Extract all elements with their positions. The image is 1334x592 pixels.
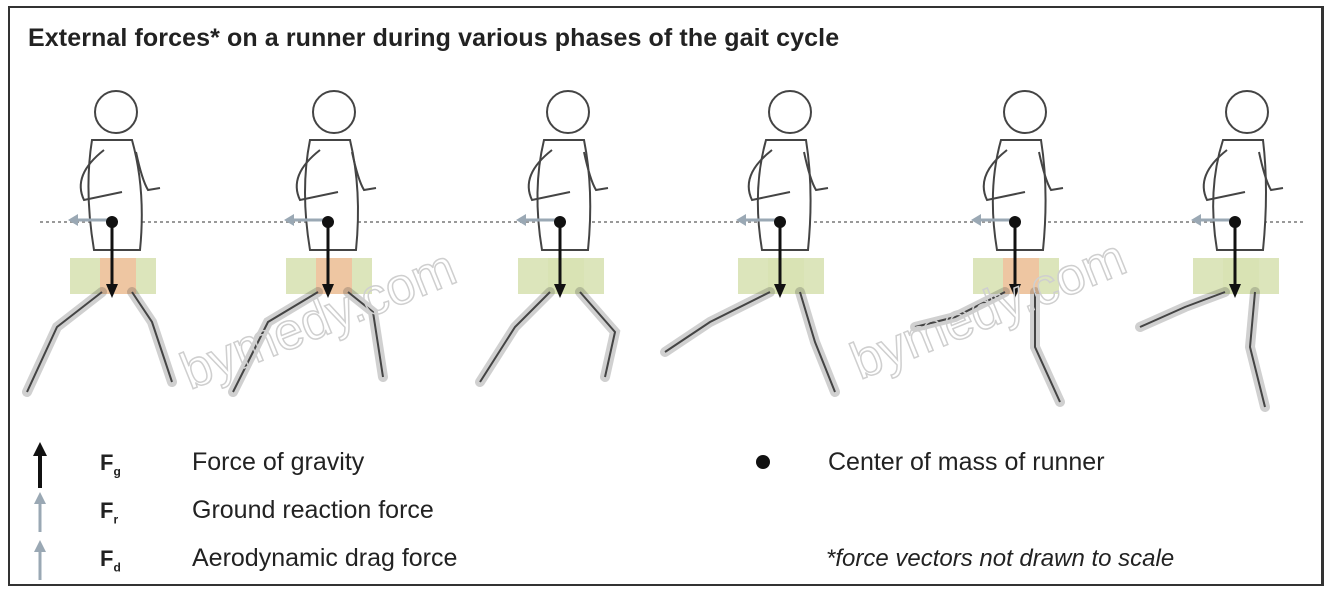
runner-figure (1140, 91, 1283, 407)
center-of-mass-dot (1229, 216, 1241, 228)
back-leg-shadow (580, 292, 615, 377)
front-leg-shadow (27, 292, 102, 392)
head (95, 91, 137, 133)
runner-figure (665, 91, 835, 392)
center-of-mass-dot (322, 216, 334, 228)
center-of-mass-dot (106, 216, 118, 228)
watermark-right: bymedy.com (843, 228, 1134, 391)
center-of-mass-dot (774, 216, 786, 228)
center-of-mass-dot (1009, 216, 1021, 228)
drag-arrow-icon (34, 540, 46, 580)
legend-label-drag: Aerodynamic drag force (192, 544, 457, 573)
center-of-mass-label: Center of mass of runner (828, 448, 1105, 477)
center-of-mass-dot (554, 216, 566, 228)
drag-arrowhead (284, 214, 294, 226)
legend-label-ground-reaction: Ground reaction force (192, 496, 434, 525)
ground-reaction-arrow-icon (34, 492, 46, 532)
head (1004, 91, 1046, 133)
center-of-mass-dot-icon (756, 455, 770, 469)
gravity-arrow-icon (33, 442, 47, 488)
back-leg-shadow (132, 292, 172, 382)
drag-arrowhead (516, 214, 526, 226)
runner-figure (27, 91, 172, 392)
drag-arrowhead (971, 214, 981, 226)
head (1226, 91, 1268, 133)
front-leg-shadow (480, 292, 550, 382)
head (547, 91, 589, 133)
legend-label-gravity: Force of gravity (192, 448, 364, 477)
head (313, 91, 355, 133)
torso (1213, 140, 1266, 250)
head (769, 91, 811, 133)
footnote: *force vectors not drawn to scale (826, 545, 1174, 573)
drag-arrowhead (1191, 214, 1201, 226)
legend-symbol-drag: Fd (100, 546, 121, 574)
legend-symbol-gravity: Fg (100, 450, 121, 478)
back-leg-shadow (1250, 292, 1265, 407)
drag-arrowhead (736, 214, 746, 226)
legend-symbol-ground-reaction: Fr (100, 498, 118, 526)
runner-figure (480, 91, 615, 382)
drag-arrowhead (68, 214, 78, 226)
front-leg-shadow (665, 292, 770, 352)
